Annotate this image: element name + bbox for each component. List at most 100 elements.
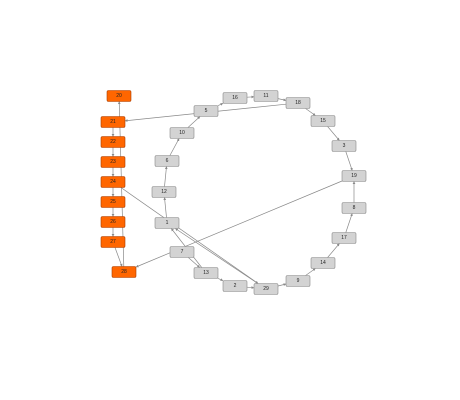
node-box (310, 257, 336, 269)
node-label: 18 (295, 100, 301, 106)
node-box (331, 232, 357, 244)
edge-11-to-18 (277, 98, 287, 102)
node-box (100, 236, 126, 248)
node-box (100, 156, 126, 168)
edge-5-to-16 (217, 103, 224, 106)
node-box (222, 92, 248, 104)
node-box (151, 186, 177, 198)
node-box (341, 170, 367, 182)
node-label: 10 (179, 130, 185, 136)
edge-13-to-2 (217, 278, 224, 281)
node-box (100, 116, 126, 128)
edge-10-to-5 (187, 116, 201, 128)
edge-3-to-19 (345, 151, 353, 171)
node-16: 16 (222, 92, 248, 104)
node-box (100, 136, 126, 148)
node-label: 12 (161, 189, 167, 195)
node-label: 6 (166, 158, 169, 164)
node-22: 22 (100, 136, 126, 148)
node-19: 19 (341, 170, 367, 182)
node-box (100, 216, 126, 228)
node-label: 16 (232, 95, 238, 101)
edge-6-to-10 (169, 138, 180, 156)
node-7: 7 (169, 246, 195, 258)
node-label: 3 (343, 143, 346, 149)
edge-18-to-15 (305, 108, 316, 116)
node-box (341, 202, 367, 214)
node-box (222, 280, 248, 292)
node-label: 19 (351, 173, 357, 179)
node-25: 25 (100, 196, 126, 208)
node-box (253, 283, 279, 295)
node-label: 2 (234, 283, 237, 289)
node-26: 26 (100, 216, 126, 228)
node-11: 11 (253, 90, 279, 102)
edge-1-to-12 (163, 197, 167, 218)
node-29: 29 (253, 283, 279, 295)
node-label: 8 (353, 205, 356, 211)
node-label: 5 (205, 108, 208, 114)
node-label: 14 (320, 260, 326, 266)
node-label: 27 (110, 239, 116, 245)
node-box (106, 90, 132, 102)
node-9: 9 (285, 275, 311, 287)
node-14: 14 (310, 257, 336, 269)
node-5: 5 (193, 105, 219, 117)
node-box (331, 140, 357, 152)
node-box (285, 275, 311, 287)
node-box (154, 217, 180, 229)
node-18: 18 (285, 97, 311, 109)
edge-27-to-28 (114, 247, 123, 267)
node-box (310, 115, 336, 127)
node-17: 17 (331, 232, 357, 244)
node-label: 20 (116, 93, 122, 99)
edge-29-to-9 (277, 283, 287, 287)
edge-29-to-1 (175, 228, 258, 284)
node-box (285, 97, 311, 109)
node-10: 10 (169, 127, 195, 139)
nodes-layer: 2021222324252627281235678910111213141516… (100, 90, 367, 295)
edge-9-to-14 (305, 268, 316, 276)
node-label: 1 (166, 220, 169, 226)
node-2: 2 (222, 280, 248, 292)
edge-15-to-3 (327, 126, 340, 141)
node-3: 3 (331, 140, 357, 152)
node-label: 26 (110, 219, 116, 225)
node-1: 1 (154, 217, 180, 229)
node-box (100, 196, 126, 208)
node-12: 12 (151, 186, 177, 198)
node-label: 21 (110, 119, 116, 125)
node-box (253, 90, 279, 102)
node-label: 15 (320, 118, 326, 124)
node-24: 24 (100, 176, 126, 188)
node-box (111, 266, 137, 278)
edge-2-to-29 (246, 286, 255, 289)
node-box (154, 155, 180, 167)
node-label: 29 (263, 286, 269, 292)
edge-14-to-17 (327, 243, 340, 258)
edge-12-to-6 (164, 166, 168, 187)
node-label: 24 (110, 179, 116, 185)
node-13: 13 (193, 267, 219, 279)
node-label: 13 (203, 270, 209, 276)
node-label: 17 (341, 235, 347, 241)
node-box (193, 105, 219, 117)
node-label: 7 (181, 249, 184, 255)
node-20: 20 (106, 90, 132, 102)
node-box (169, 246, 195, 258)
node-23: 23 (100, 156, 126, 168)
node-label: 22 (110, 139, 116, 145)
node-label: 9 (297, 278, 300, 284)
node-15: 15 (310, 115, 336, 127)
node-27: 27 (100, 236, 126, 248)
node-box (193, 267, 219, 279)
node-8: 8 (341, 202, 367, 214)
node-label: 28 (121, 269, 127, 275)
node-box (100, 176, 126, 188)
node-28: 28 (111, 266, 137, 278)
node-label: 23 (110, 159, 116, 165)
edge-24-to-29 (120, 187, 259, 284)
node-label: 25 (110, 199, 116, 205)
node-6: 6 (154, 155, 180, 167)
